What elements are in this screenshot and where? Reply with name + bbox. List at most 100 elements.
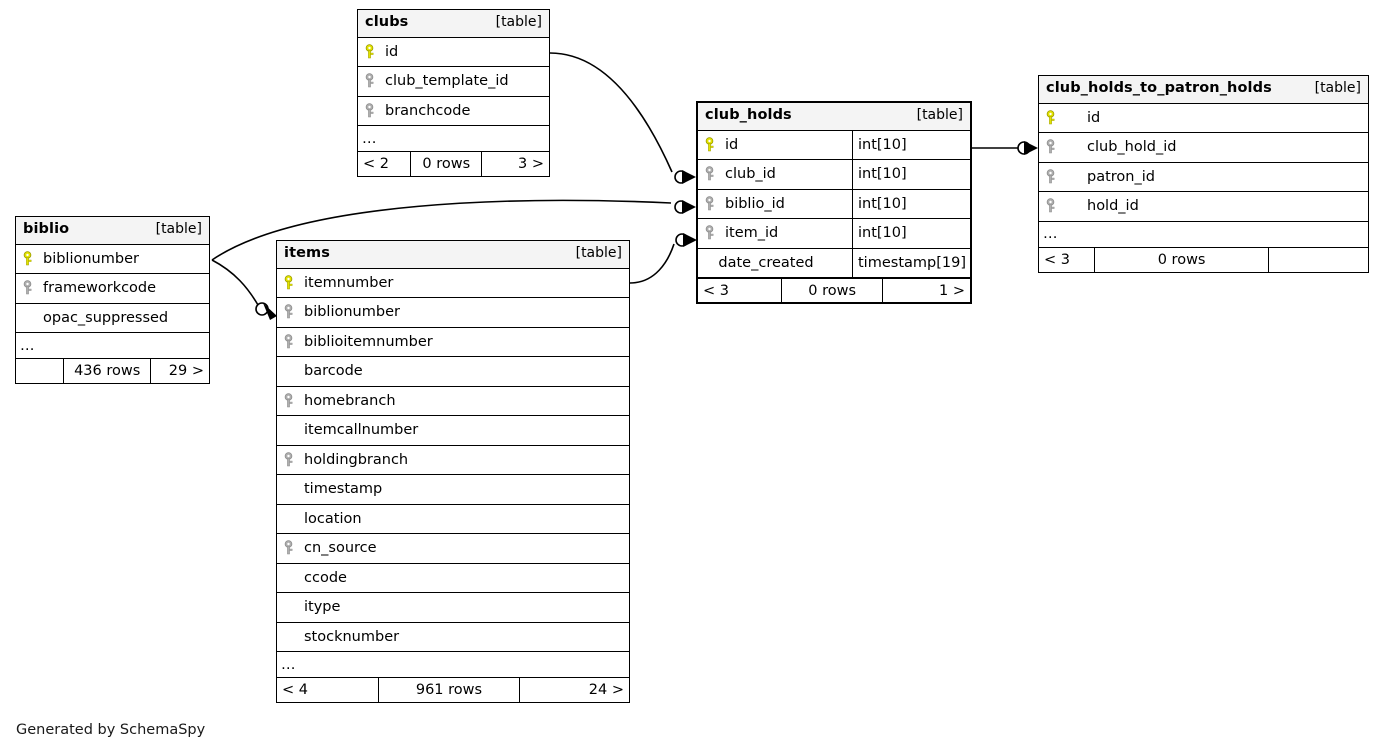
column-row-itemcallnumber[interactable]: itemcallnumber [277,416,629,446]
generator-note: Generated by SchemaSpy [16,722,206,738]
table-biblio[interactable]: biblio [table] biblionumber frameworkcod… [15,216,210,385]
column-row-opac-suppressed[interactable]: opac_suppressed [16,304,209,334]
table-footer: 436 rows 29 > [16,359,209,384]
column-row-timestamp[interactable]: timestamp [277,475,629,505]
table-title: clubs [365,14,409,30]
column-name: itemcallnumber [304,422,419,439]
table-clubs[interactable]: clubs [table] id club_template_id [357,9,550,178]
column-name: itype [304,599,341,616]
column-row-club-template-id[interactable]: club_template_id [358,67,549,97]
crowsfoot-club-hold-id [1024,141,1038,155]
column-name: frameworkcode [43,280,157,297]
link-items-to-club-holds [629,243,675,284]
column-row-itype[interactable]: itype [277,593,629,623]
column-row-biblionumber[interactable]: biblionumber [277,298,629,328]
column-row-item-id[interactable]: item_id int[10] [698,219,970,249]
foreign-key-icon [1046,198,1059,214]
table-footer: < 4 961 rows 24 > [277,678,629,703]
primary-key-icon [365,44,378,60]
column-row-patron-id[interactable]: patron_id [1039,163,1368,193]
crowsfoot-items-biblionumber [263,303,277,320]
column-row-barcode[interactable]: barcode [277,357,629,387]
footer-children-count[interactable]: 29 > [168,363,204,380]
column-row-stocknumber[interactable]: stocknumber [277,623,629,653]
column-row-club-id[interactable]: club_id int[10] [698,160,970,190]
more-columns-indicator: … [16,333,209,360]
column-row-id[interactable]: id [358,38,549,68]
footer-children-count[interactable]: 3 > [517,156,544,173]
footer-parents-count[interactable]: < 2 [358,152,412,177]
column-name: patron_id [1087,168,1155,185]
footer-parents-count[interactable]: < 3 [1039,247,1095,272]
column-name: ccode [304,569,347,586]
crowsfoot-biblio-id [682,200,696,214]
column-row-homebranch[interactable]: homebranch [277,387,629,417]
more-columns-indicator: … [1039,222,1368,248]
column-row-id[interactable]: id [1039,104,1368,134]
primary-key-icon [284,275,297,291]
column-row-branchcode[interactable]: branchcode [358,97,549,127]
foreign-key-icon [284,334,297,350]
column-name: id [1087,109,1101,126]
column-row-itemnumber[interactable]: itemnumber [277,269,629,299]
column-row-date-created[interactable]: date_created timestamp[19] [698,248,970,279]
table-title: biblio [23,221,70,237]
footer-children-count[interactable]: 1 > [938,282,965,299]
foreign-key-icon [1046,139,1059,155]
primary-key-icon [23,251,36,267]
column-name: date_created [718,254,814,271]
column-name: id [385,43,399,60]
link-clubs-to-club-holds [549,52,673,173]
column-row-ccode[interactable]: ccode [277,564,629,594]
column-type: int[10] [852,130,970,160]
table-club-holds-to-patron-holds[interactable]: club_holds_to_patron_holds [table] id cl… [1038,75,1369,273]
footer-children-count [1269,248,1368,272]
connector-circle-club-id [674,170,688,184]
column-row-biblionumber[interactable]: biblionumber [16,245,209,275]
table-header-club-holds-to-patron-holds: club_holds_to_patron_holds [table] [1039,76,1368,104]
connector-circle-items-biblionumber [255,302,269,316]
table-tag: [table] [575,245,622,262]
column-row-id[interactable]: id int[10] [698,130,970,161]
column-name: holdingbranch [304,451,409,468]
foreign-key-icon [705,225,718,241]
column-name: club_template_id [385,73,509,90]
table-tag: [table] [495,14,542,31]
table-header-biblio: biblio [table] [16,217,209,245]
foreign-key-icon [23,280,36,296]
footer-row-count: 436 rows [64,359,152,384]
column-row-cn-source[interactable]: cn_source [277,534,629,564]
connector-circle-club-hold-id [1017,141,1031,155]
column-name: itemnumber [304,274,394,291]
column-row-biblio-id[interactable]: biblio_id int[10] [698,189,970,220]
primary-key-icon [1046,110,1059,126]
foreign-key-icon [705,166,718,182]
column-row-location[interactable]: location [277,505,629,535]
column-name: club_id [725,166,776,183]
column-name: item_id [725,225,779,242]
table-items[interactable]: items [table] itemnumber biblionumber [276,240,630,704]
foreign-key-icon [1046,169,1059,185]
column-row-hold-id[interactable]: hold_id [1039,192,1368,222]
column-row-frameworkcode[interactable]: frameworkcode [16,274,209,304]
column-name: homebranch [304,392,396,409]
footer-children-count[interactable]: 24 > [588,682,624,699]
column-name: biblionumber [43,250,139,267]
column-type: int[10] [852,189,970,219]
column-name: biblionumber [304,304,400,321]
column-row-club-hold-id[interactable]: club_hold_id [1039,133,1368,163]
table-club-holds[interactable]: club_holds [table] id int[10] club_id in… [696,101,972,305]
footer-parents-count[interactable]: < 3 [698,279,783,303]
table-title: items [284,245,330,261]
foreign-key-icon [365,103,378,119]
column-name: biblioitemnumber [304,333,433,350]
column-name: branchcode [385,102,471,119]
column-row-holdingbranch[interactable]: holdingbranch [277,446,629,476]
link-biblio-to-items [211,259,259,306]
foreign-key-icon [365,73,378,89]
column-type: timestamp[19] [852,248,970,278]
crowsfoot-club-id [682,170,696,184]
column-row-biblioitemnumber[interactable]: biblioitemnumber [277,328,629,358]
footer-row-count: 0 rows [1095,247,1270,272]
footer-parents-count[interactable]: < 4 [277,678,380,703]
